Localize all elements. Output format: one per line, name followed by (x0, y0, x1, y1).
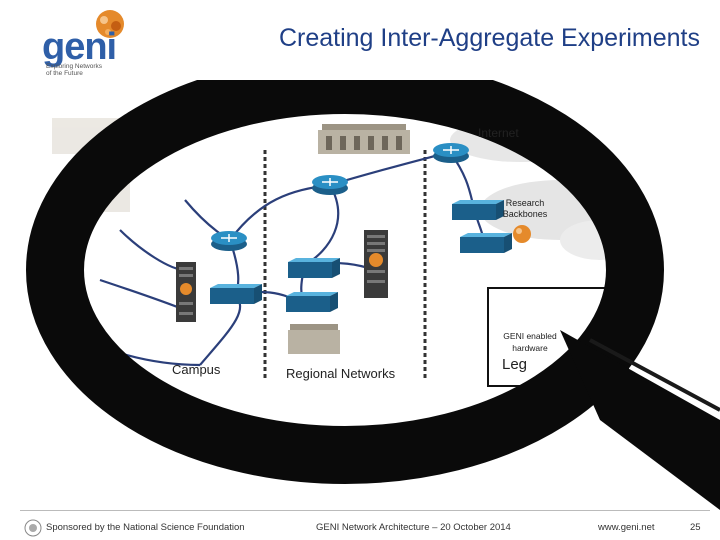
geni-enabled-label: GENI enabled hardware (503, 331, 557, 353)
footer-url[interactable]: www.geni.net (598, 522, 655, 533)
regional-building-icon (318, 124, 410, 154)
nsf-seal-icon (24, 519, 42, 537)
switch-icon-regional-2 (286, 292, 338, 312)
page-number: 25 (690, 522, 701, 533)
magnifier-icon (26, 80, 720, 510)
footer-event: GENI Network Architecture – 20 October 2… (316, 522, 511, 533)
logo-text: geni (42, 26, 117, 68)
page-title: Creating Inter-Aggregate Experiments (278, 24, 700, 52)
server-rack-icon-campus (176, 262, 196, 322)
backbone-geni-marker-icon (513, 225, 531, 243)
geni-logo (40, 6, 130, 86)
footer-sponsor: Sponsored by the National Science Founda… (46, 522, 245, 533)
research-backbones-label: Research Backbones (502, 198, 548, 219)
footer-divider (20, 510, 710, 511)
router-icon-regional (312, 175, 348, 195)
geni-logo-mark-icon (96, 10, 124, 38)
logo-tagline: Exploring Networks of the Future (46, 63, 102, 77)
campus-label: Campus (172, 362, 221, 377)
router-icon-internet (433, 143, 469, 163)
legend-title: Leg (502, 356, 528, 373)
network-diagram (26, 80, 720, 510)
server-rack-icon-regional (364, 230, 388, 298)
regional-building-2-icon (288, 324, 340, 354)
router-icon-campus (211, 231, 247, 251)
switch-icon-backbone-1 (452, 200, 504, 220)
internet-label: Internet (478, 126, 519, 140)
regional-networks-label: Regional Networks (286, 366, 396, 381)
switch-icon-campus (210, 284, 262, 304)
switch-icon-backbone-2 (460, 233, 512, 253)
switch-icon-regional-1 (288, 258, 340, 278)
